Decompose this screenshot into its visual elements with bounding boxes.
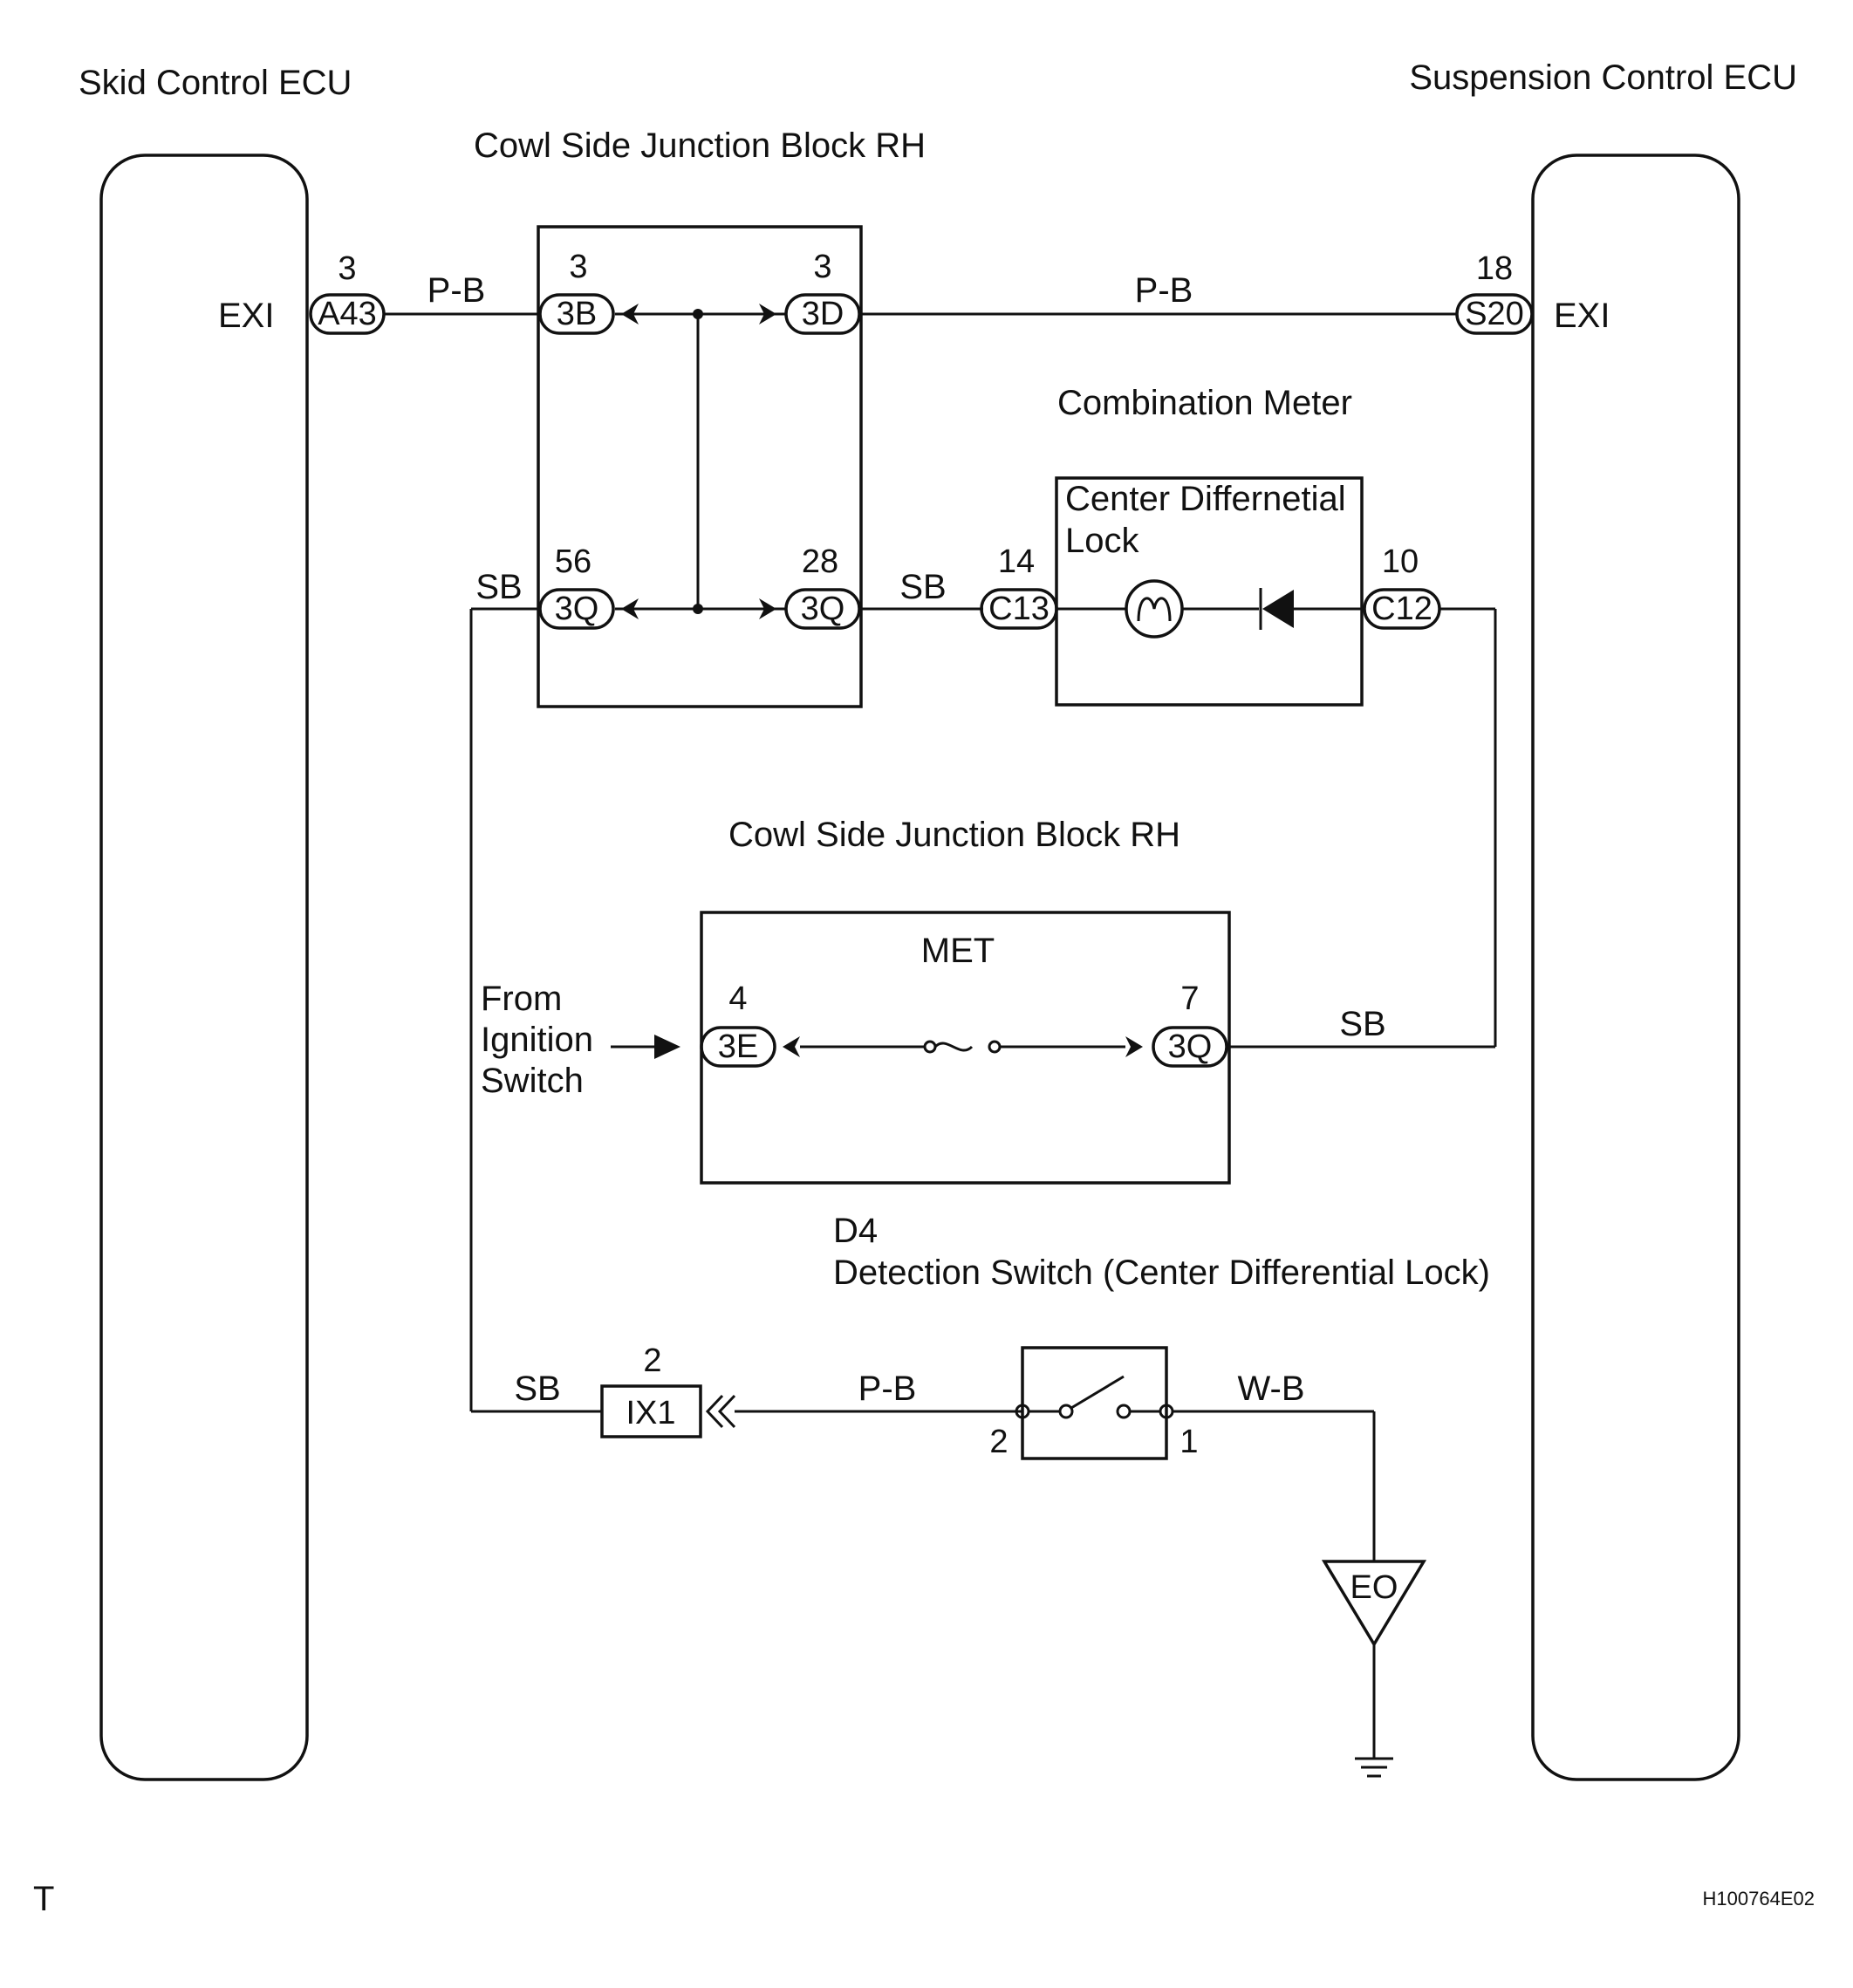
detection-switch-title: Detection Switch (Center Differential Lo… [833,1254,1490,1292]
met-fuse-label: MET [921,932,995,970]
source-line1: From [481,980,562,1018]
skid-ecu-terminal: EXI [218,297,274,335]
double-chevron-icon [705,1394,736,1429]
suspension-ecu-title: Suspension Control ECU [1409,58,1797,97]
connector-s20: S20 [1455,293,1534,335]
wire-label-met-c12: SB [1339,1005,1385,1043]
wire-label-ix1-switch: P-B [858,1370,917,1408]
junction-block-top [537,225,863,708]
svg-text:C12: C12 [1371,591,1432,627]
pin-3d: 3 [813,249,831,285]
connector-3b: 3B [538,293,639,335]
junction-block-bottom-title: Cowl Side Junction Block RH [728,816,1180,854]
connector-3q-28: 3Q [759,588,861,630]
connector-c13: C13 [980,588,1058,630]
switch-pin-left: 2 [989,1424,1008,1460]
diode-icon [1259,588,1294,630]
wire-label-sb-ix1: SB [514,1370,560,1408]
pin-c12: 10 [1382,543,1419,580]
footer-code: H100764E02 [1703,1888,1815,1909]
switch-pin-right: 1 [1179,1424,1198,1460]
wire-label-c13: SB [899,568,946,606]
source-line2: Ignition [481,1021,593,1059]
combination-meter-title: Combination Meter [1057,384,1352,422]
junction-dot-top [693,309,703,319]
svg-text:3Q: 3Q [801,591,845,627]
ground-point-eo [1321,1560,1427,1648]
svg-text:A43: A43 [318,296,377,332]
wire-label-left-sb: SB [475,568,522,606]
pin-3q-56: 56 [555,543,591,580]
connector-c12: C12 [1363,588,1441,630]
svg-text:3B: 3B [557,296,597,332]
center-diff-lock-line1: Center Differnetial [1065,480,1346,518]
switch-icon [1015,1375,1174,1419]
svg-text:3E: 3E [718,1028,758,1065]
skid-ecu-title: Skid Control ECU [79,64,352,102]
ground-icon [1355,1757,1393,1778]
suspension-ecu-terminal: EXI [1554,297,1610,335]
wire-label-wb: W-B [1237,1370,1304,1408]
connector-3q-56: 3Q [538,588,639,630]
pin-3e: 4 [728,980,747,1017]
combination-meter-box [1055,476,1364,707]
connector-ix1-label: IX1 [626,1395,675,1431]
connector-3d: 3D [759,293,861,335]
detection-switch-code: D4 [833,1212,878,1250]
skid-ecu-body [99,154,309,1781]
pin-3q-7: 7 [1180,980,1199,1017]
pin-3q-28: 28 [802,543,838,580]
svg-text:C13: C13 [988,591,1050,627]
svg-text:3Q: 3Q [555,591,599,627]
pin-ix1: 2 [643,1342,661,1379]
svg-text:S20: S20 [1465,296,1524,332]
pin-s20: 18 [1476,250,1513,287]
connector-3q-7: 3Q [1125,1026,1228,1068]
arrow-right-icon [654,1035,680,1059]
wire-label-s20: P-B [1135,271,1193,310]
connector-ix1 [600,1384,702,1438]
footer-left: T [33,1880,54,1918]
connector-a43: A43 [309,293,386,335]
detection-switch-box [1021,1346,1168,1460]
fuse-icon [923,1040,1002,1054]
pin-3b: 3 [569,249,587,285]
source-line3: Switch [481,1062,584,1100]
svg-text:3D: 3D [802,296,844,332]
indicator-lamp-icon [1125,579,1184,639]
center-diff-lock-line2: Lock [1065,522,1139,560]
pin-c13: 14 [998,543,1035,580]
connector-3e: 3E [700,1026,800,1068]
junction-block-top-title: Cowl Side Junction Block RH [474,126,926,165]
suspension-ecu-body [1531,154,1740,1781]
pin-a43: 3 [338,250,356,287]
svg-text:3Q: 3Q [1168,1028,1213,1065]
wire-label-a43: P-B [427,271,486,310]
ground-label: EO [1350,1569,1398,1606]
